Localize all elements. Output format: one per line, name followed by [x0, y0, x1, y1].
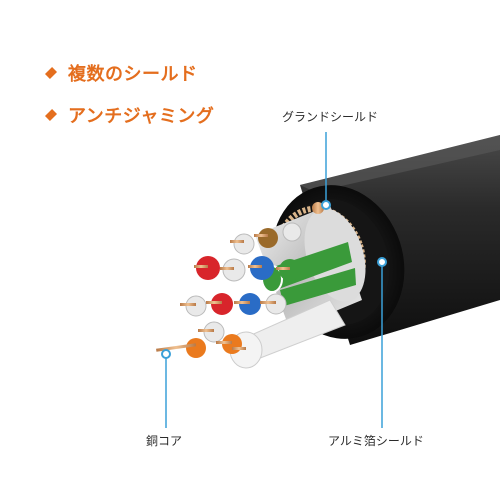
feature-label: 複数のシールド [68, 64, 198, 85]
feature-anti-jamming: アンチジャミング [44, 102, 215, 128]
callout-copper-core: 銅コア [146, 434, 183, 448]
feature-label: アンチジャミング [68, 106, 215, 127]
callout-ground-shield: グランドシールド [282, 110, 379, 124]
callout-lines [161, 132, 387, 428]
feature-multiple-shields: 複数のシールド [44, 60, 198, 86]
callout-aluminum-foil-shield: アルミ箔シールド [328, 434, 424, 448]
